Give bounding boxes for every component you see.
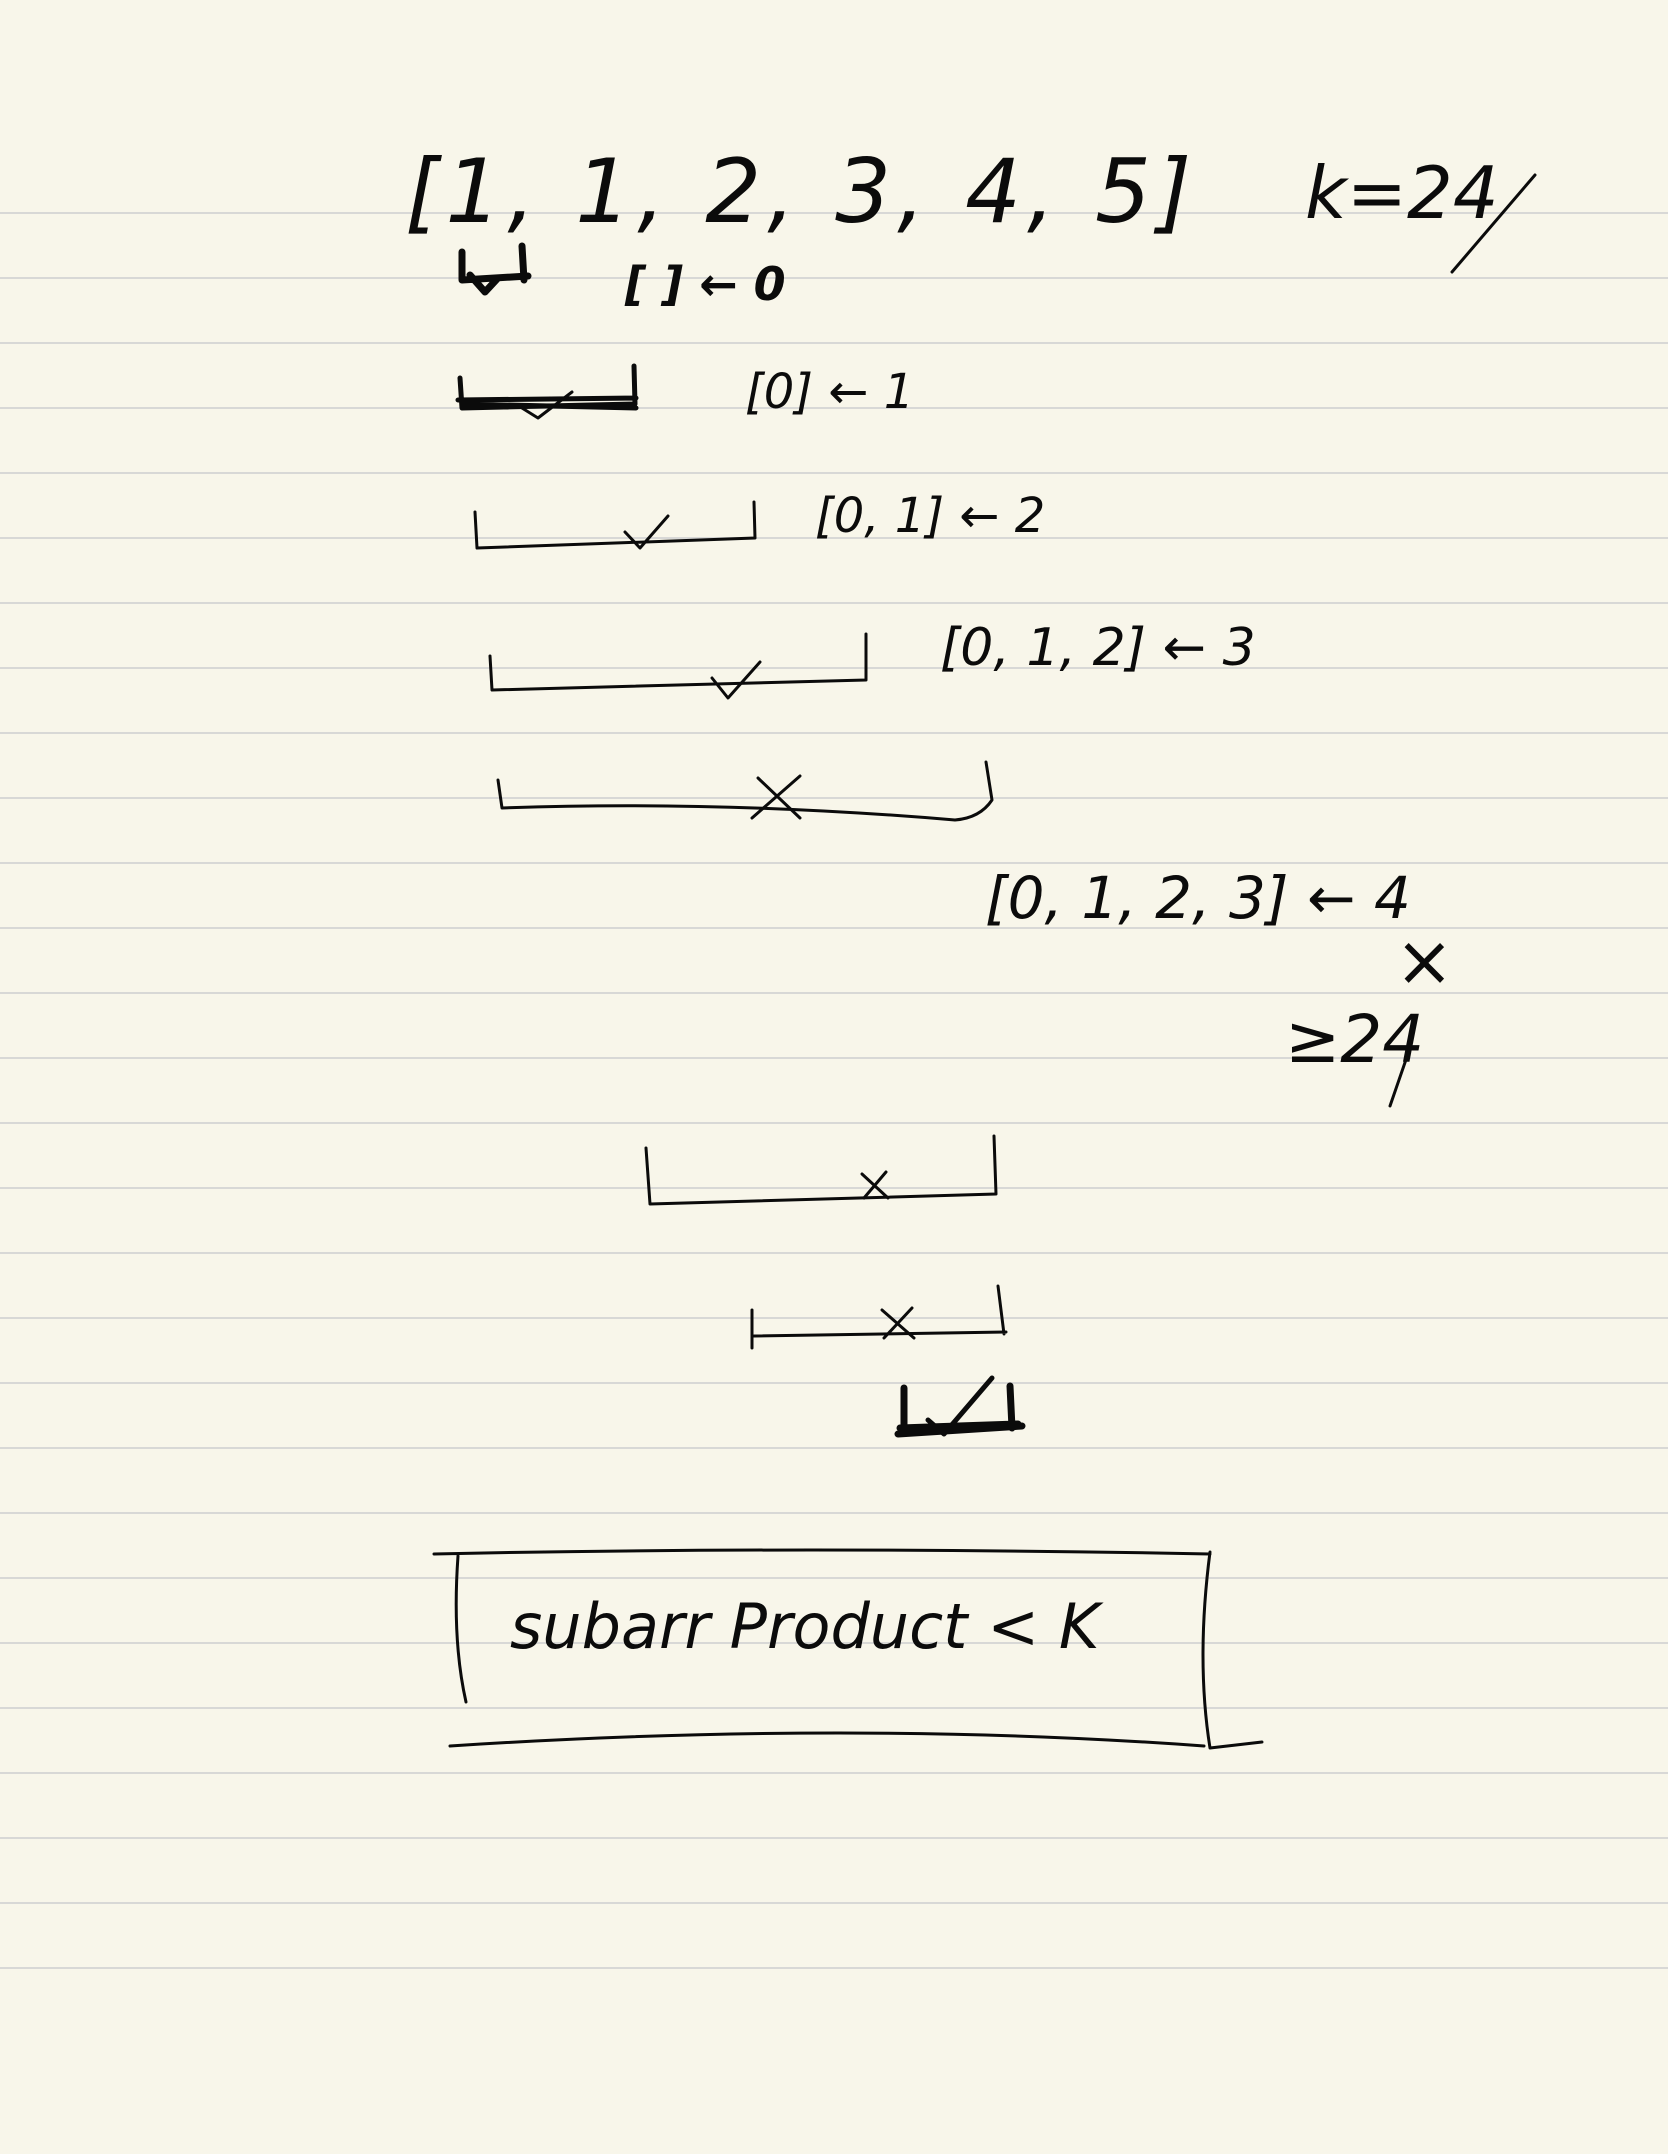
step-row-1: [ ] ← 0 <box>458 242 786 311</box>
step-label: [0, 1, 2] ← 3 <box>940 618 1256 678</box>
cross-icon <box>750 774 802 820</box>
window-bracket <box>644 1134 998 1206</box>
cross-icon <box>880 1306 916 1340</box>
step-row-2: [0] ← 1 <box>455 363 914 420</box>
window-bracket <box>455 363 639 411</box>
step-row-8 <box>894 1375 1026 1438</box>
side-note-condition: ≥24 <box>1285 1001 1424 1078</box>
check-icon <box>925 1375 995 1437</box>
side-note-cross: × <box>1395 920 1454 1002</box>
side-note: [0, 1, 2, 3] ← 4 × ≥24 <box>985 864 1454 1108</box>
step-row-6 <box>644 1134 998 1206</box>
step-row-7 <box>750 1284 1008 1350</box>
step-row-5 <box>496 760 994 822</box>
step-label: [0] ← 1 <box>745 364 914 420</box>
window-bracket <box>473 500 757 550</box>
check-icon <box>520 390 574 420</box>
step-label: [0, 1] ← 2 <box>815 488 1045 544</box>
cross-icon <box>860 1170 890 1200</box>
k-value: k=24 <box>1305 151 1499 235</box>
window-bracket <box>750 1284 1008 1350</box>
box-frame <box>432 1548 1264 1750</box>
window-bracket <box>894 1382 1026 1438</box>
step-row-3: [0, 1] ← 2 <box>473 488 1045 550</box>
array-header: [1, 1, 2, 3, 4, 5] <box>405 140 1197 243</box>
side-note-label: [0, 1, 2, 3] ← 4 <box>985 864 1411 932</box>
check-icon <box>710 660 762 700</box>
check-icon <box>623 514 670 550</box>
boxed-note-text: subarr Product < K <box>510 1590 1104 1663</box>
k-value-descender <box>1450 173 1537 274</box>
step-row-4: [0, 1, 2] ← 3 <box>488 618 1256 700</box>
condition-descender <box>1388 1046 1412 1108</box>
window-bracket <box>496 760 994 822</box>
window-bracket <box>458 242 532 296</box>
window-bracket <box>488 632 868 692</box>
boxed-note: subarr Product < K <box>432 1548 1264 1750</box>
step-label: [ ] ← 0 <box>624 257 786 311</box>
